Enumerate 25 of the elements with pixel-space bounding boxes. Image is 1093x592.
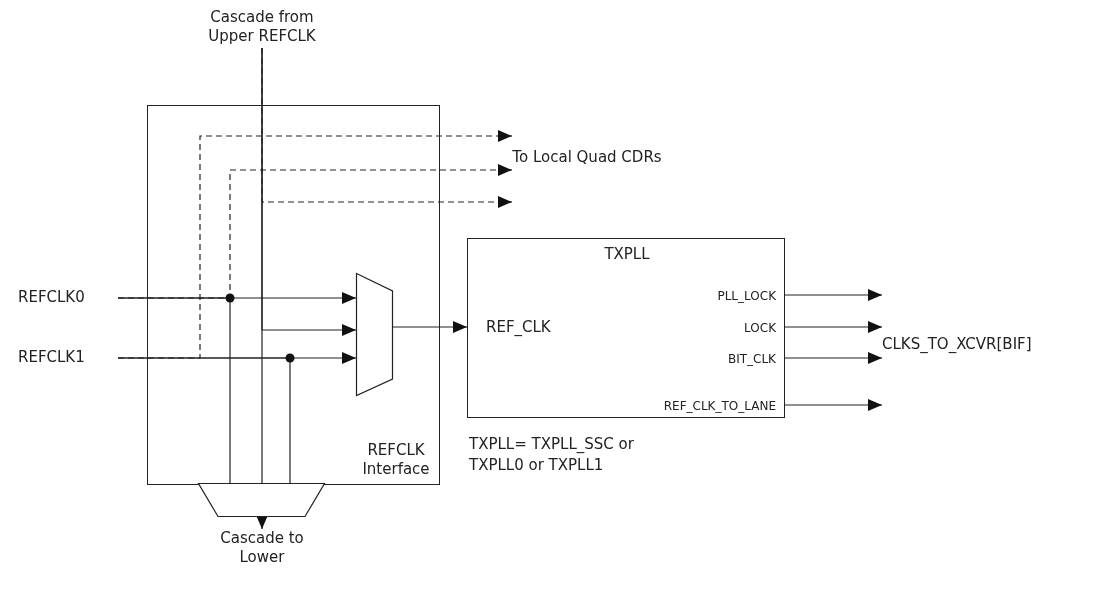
port-label: REF_CLK_TO_LANE [663,398,776,415]
signal-label: REFCLK1 [18,348,86,367]
arrow [117,130,513,359]
signal-label: REFCLK0 [18,288,86,307]
pll-block [467,238,785,418]
arrow [261,47,513,208]
port-label: BIT_CLK [727,351,776,368]
signal-label: CLKS_TO_XCVR[BIF] [882,335,1033,354]
arrow [117,164,513,299]
signal-label: Cascade to Lower [219,529,305,567]
interface-block [147,105,440,485]
block-title: REFCLK Interface [361,441,431,479]
arrow [784,289,883,301]
port-label: PLL_LOCK [717,288,776,305]
arrow [784,399,883,411]
port-label: LOCK [744,320,776,337]
arrow [256,515,268,530]
signal-label: To Local Quad CDRs [512,148,662,167]
note-text: TXPLL= TXPLL_SSC or TXPLL0 or TXPLL1 [469,434,635,476]
port-label: REF_CLK [486,318,551,337]
block-title: TXPLL [603,245,651,264]
arrow [392,321,468,333]
signal-label: Cascade from Upper REFCLK [207,8,317,46]
arrow [784,321,883,333]
arrow [784,352,883,364]
